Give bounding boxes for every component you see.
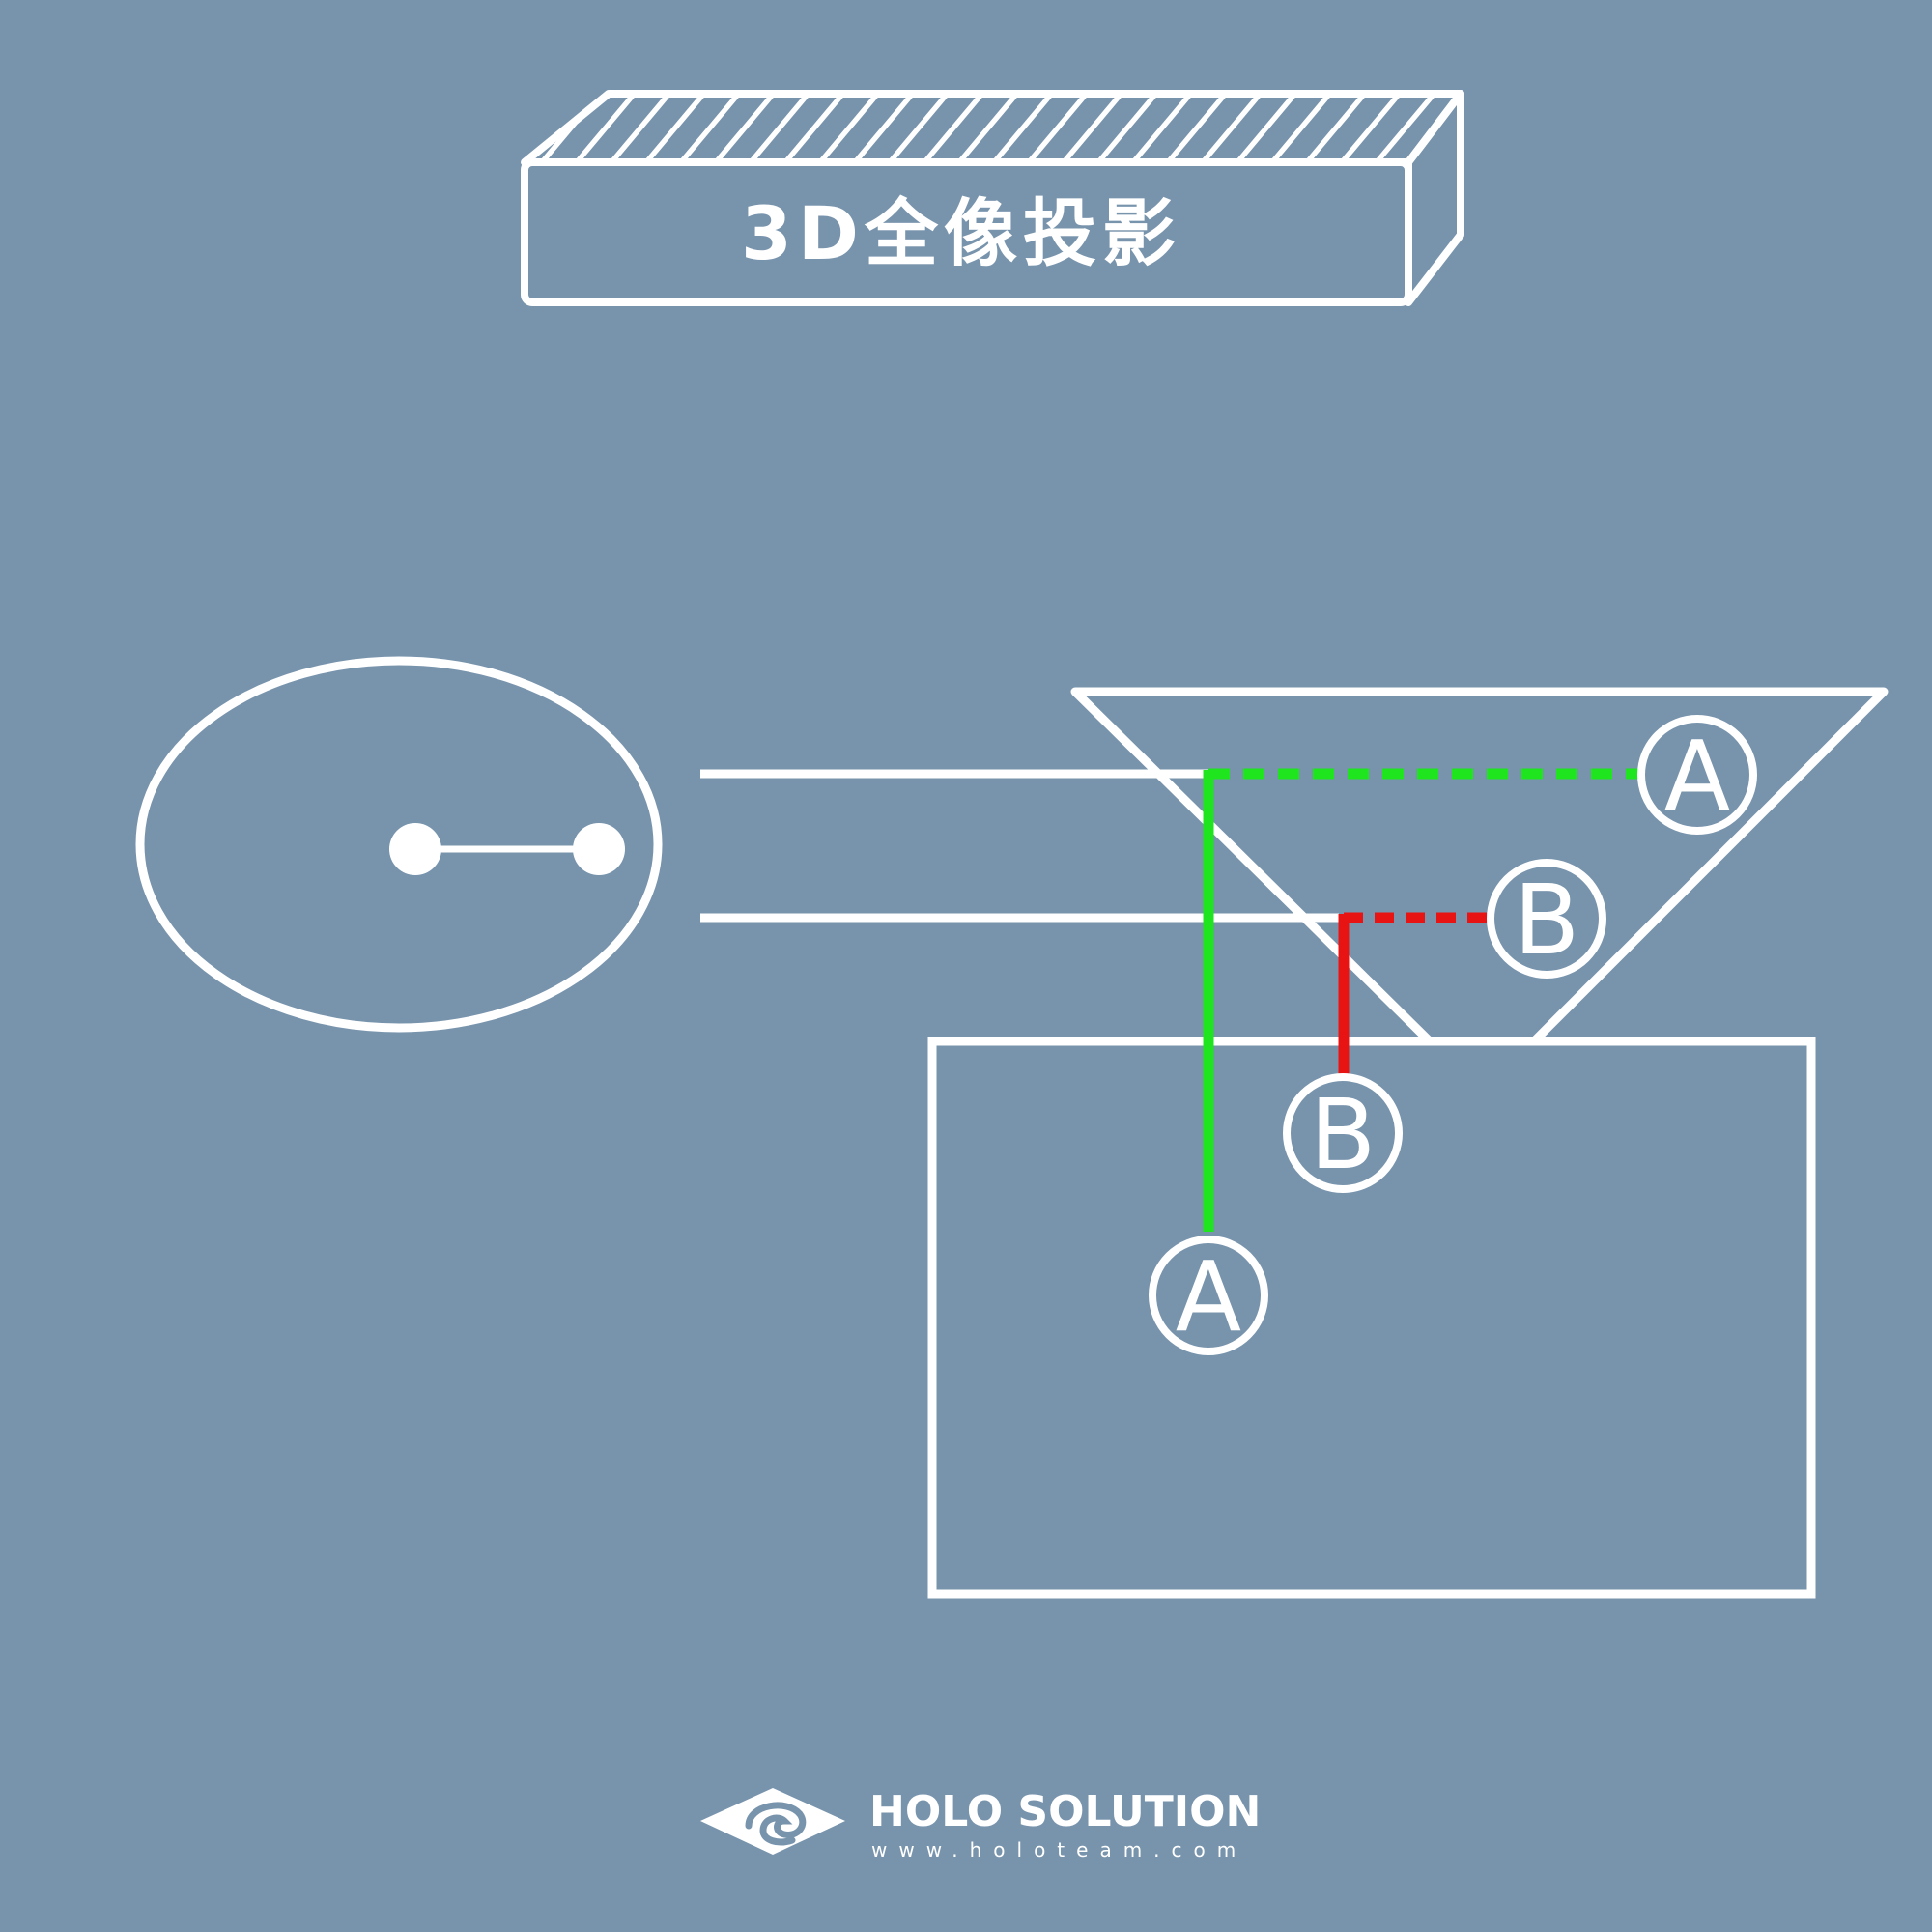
- projector: [135, 656, 663, 1033]
- label-pyramid-b-text: B: [1514, 864, 1580, 977]
- page-title: 3D全像投影: [741, 190, 1181, 276]
- projector-outline: [135, 656, 663, 1033]
- pyramid-prism: [1070, 687, 1889, 1046]
- label-screen-a-text: A: [1176, 1240, 1241, 1353]
- brand: HOLO SOLUTION www.holoteam.com: [700, 1787, 1261, 1861]
- label-screen-b-ring: [1283, 1073, 1403, 1193]
- label-pyramid-b: B: [1487, 859, 1606, 979]
- label-screen-b-text: B: [1310, 1078, 1377, 1191]
- plaque-hatch: [525, 94, 1461, 162]
- title-plaque: 3D全像投影: [521, 90, 1464, 306]
- projector-dot-left: [389, 823, 441, 875]
- path-b: [1338, 912, 1492, 1077]
- brand-url: www.holoteam.com: [871, 1838, 1247, 1861]
- brand-name: HOLO SOLUTION: [869, 1787, 1261, 1836]
- label-pyramid-b-ring: [1487, 859, 1606, 979]
- brand-logo-icon: [700, 1788, 845, 1855]
- display-screen: [927, 1037, 1816, 1599]
- label-screen-b: B: [1283, 1073, 1403, 1193]
- plaque-front-face: [521, 158, 1412, 306]
- label-screen-a: A: [1149, 1236, 1268, 1355]
- label-pyramid-a-ring: [1637, 715, 1757, 835]
- projector-dot-right: [573, 823, 625, 875]
- path-a: [1203, 768, 1644, 1232]
- label-pyramid-a-text: A: [1664, 720, 1730, 833]
- label-screen-a-ring: [1149, 1236, 1268, 1355]
- label-pyramid-a: A: [1637, 715, 1757, 835]
